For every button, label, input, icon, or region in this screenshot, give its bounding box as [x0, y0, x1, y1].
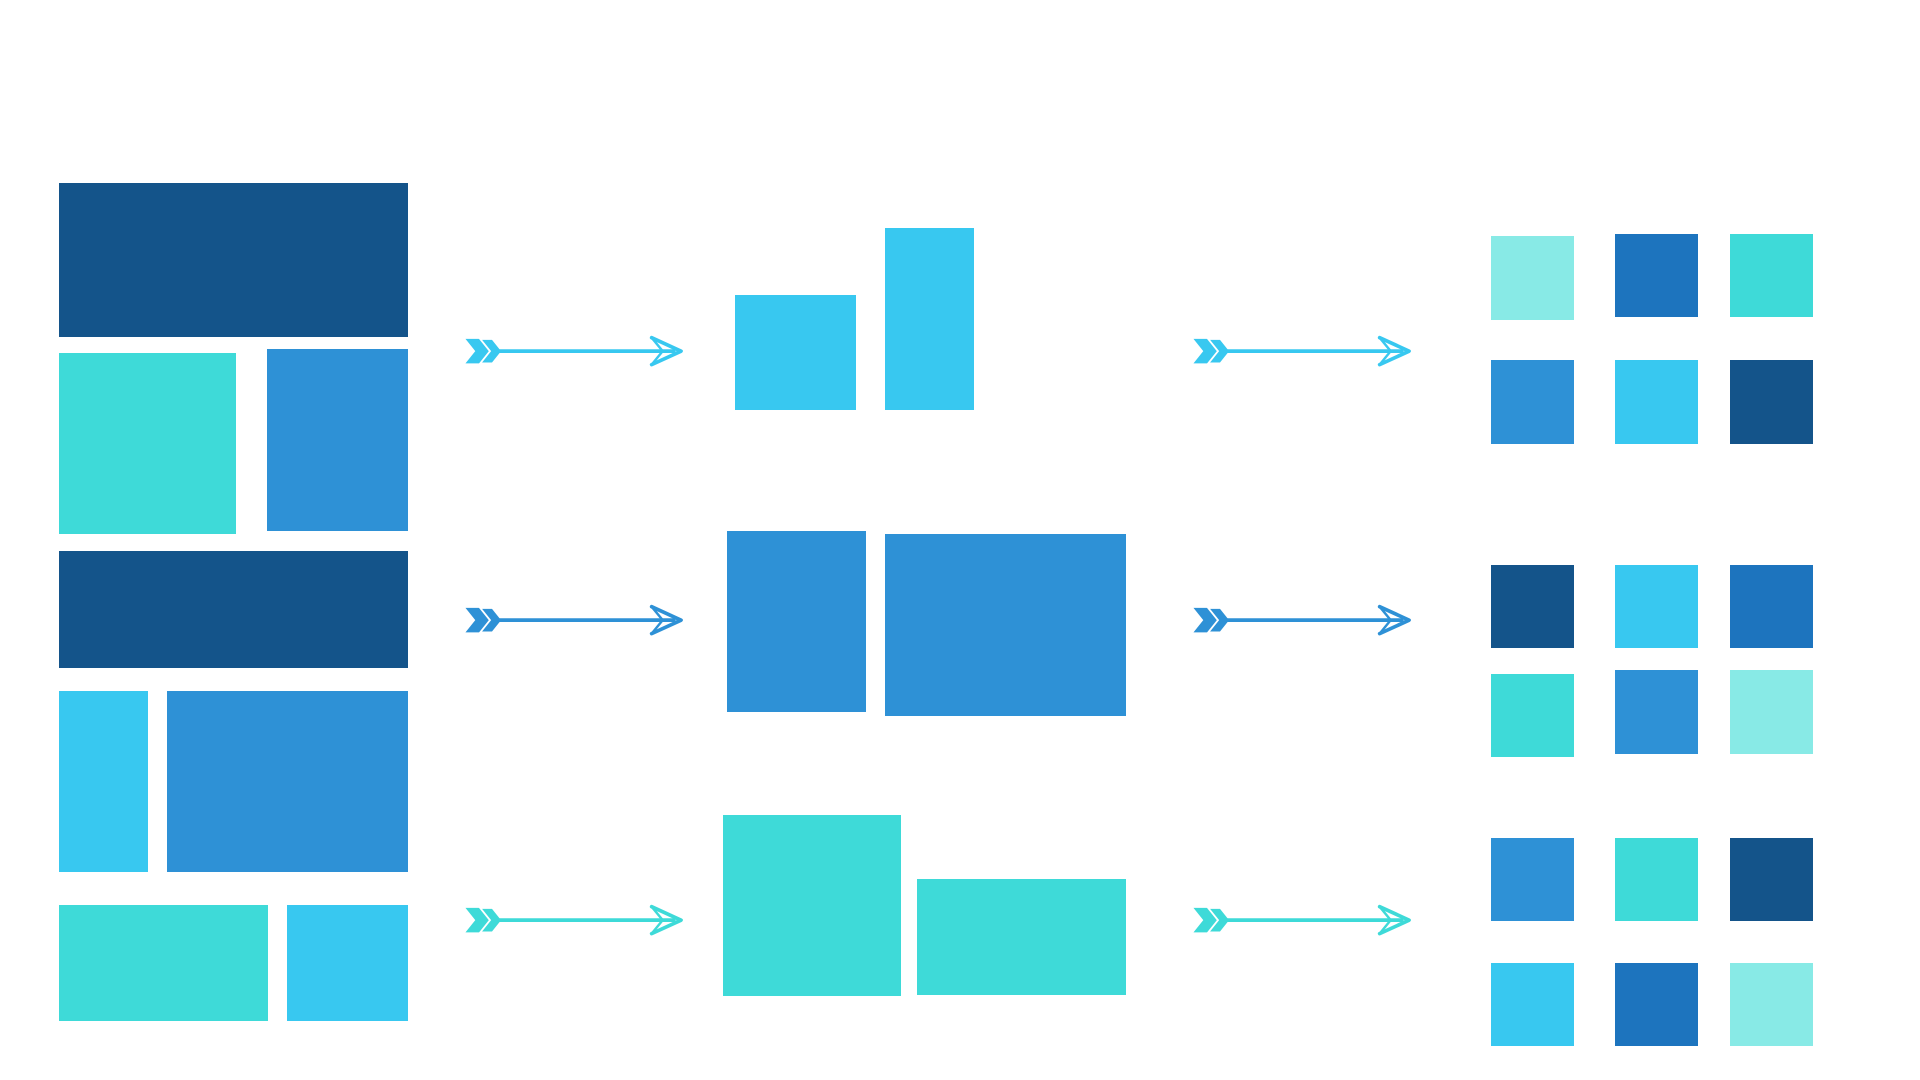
result-grid-top-cell-1	[1491, 236, 1575, 320]
result-grid-bottom-cell-3	[1730, 838, 1814, 922]
result-grid-bottom-cell-1	[1491, 838, 1575, 922]
result-grid-bottom-cell-5	[1614, 963, 1699, 1047]
source-block-2	[58, 352, 237, 535]
result-grid-middle-cell-3	[1730, 564, 1814, 649]
arrow-right-middle-icon	[1193, 604, 1411, 636]
result-grid-middle-cell-4	[1491, 673, 1575, 758]
result-grid-middle-cell-2	[1614, 564, 1699, 649]
source-block-1	[58, 182, 408, 337]
middle-group-sky-block-1	[735, 295, 857, 411]
middle-group-blue-block-1	[726, 530, 867, 712]
middle-group-blue-block-2	[884, 534, 1127, 716]
arrow-left-middle-icon	[465, 604, 684, 636]
middle-group-sky-block-2	[884, 227, 975, 411]
source-block-8	[286, 905, 408, 1021]
result-grid-middle-cell-5	[1614, 670, 1699, 754]
result-grid-top-cell-2	[1614, 234, 1699, 318]
source-block-5	[58, 691, 149, 873]
arrow-right-bottom-icon	[1193, 904, 1411, 936]
result-grid-bottom-cell-6	[1730, 963, 1814, 1047]
source-block-6	[166, 691, 408, 873]
result-grid-middle-cell-1	[1491, 564, 1575, 649]
arrow-left-top-icon	[465, 336, 684, 367]
arrow-right-top-icon	[1193, 336, 1411, 367]
middle-group-teal-block-2	[916, 878, 1127, 995]
result-grid-top-cell-4	[1491, 360, 1575, 444]
source-block-3	[267, 349, 408, 531]
result-grid-top-cell-5	[1614, 360, 1699, 444]
result-grid-top-cell-3	[1730, 234, 1814, 318]
source-block-7	[58, 905, 269, 1021]
result-grid-middle-cell-6	[1730, 670, 1814, 754]
result-grid-bottom-cell-2	[1614, 838, 1699, 922]
result-grid-bottom-cell-4	[1491, 963, 1575, 1047]
result-grid-top-cell-6	[1730, 360, 1814, 444]
arrow-left-bottom-icon	[465, 904, 684, 936]
source-block-4	[58, 551, 408, 668]
middle-group-teal-block-1	[722, 814, 901, 997]
